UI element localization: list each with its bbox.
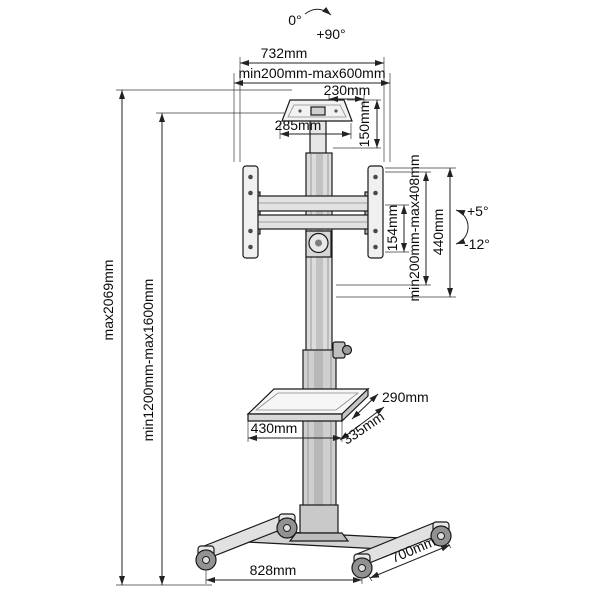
dim-vesa-height-range-label: min200mm-max408mm [406,154,422,301]
caster-rear-right [430,521,452,547]
rotation-arrow-icon [304,6,332,16]
dim-top-plate-depth-label: 285mm [275,117,322,133]
dim-bracket-width-label: 732mm [261,45,308,61]
caster-front-left [195,545,217,571]
shelf [246,387,370,423]
dim-shelf-width-label: 430mm [251,420,298,436]
caster-rear-left [276,513,298,539]
dimension-lines [119,6,469,585]
left-vesa-rail [242,165,259,259]
dim-shelf-depth-label: 290mm [382,389,429,405]
vesa-bracket [242,165,384,259]
dim-top-plate-height-label: 150mm [356,101,372,148]
dim-max-overall-height-label: max2069mm [100,260,116,341]
dim-vesa-width-range-label: min200mm-max600mm [238,65,385,81]
casters [195,513,452,579]
caster-front-right [351,553,373,579]
right-vesa-rail [367,165,384,259]
tilt-up-label: +5° [467,203,489,219]
dimension-labels: 0° +90° 732mm min200mm-max600mm 230mm 28… [100,12,490,578]
dim-top-plate-width-label: 230mm [324,82,371,98]
stand-drawing [195,99,452,579]
tilt-down-label: -12° [464,236,490,252]
dim-base-width-label: 828mm [250,562,297,578]
dim-crossbar-height-label: 154mm [384,205,400,252]
top-plate [281,99,353,122]
dim-height-adjust-range-label: min1200mm-max1600mm [140,279,156,442]
rotation-zero-label: 0° [288,12,301,28]
extension-lines [116,57,456,586]
rotation-plus90-label: +90° [316,26,345,42]
dim-bracket-height-label: 440mm [430,209,446,256]
upright-pole [302,120,353,511]
tilt-arrow-icon [455,209,469,245]
